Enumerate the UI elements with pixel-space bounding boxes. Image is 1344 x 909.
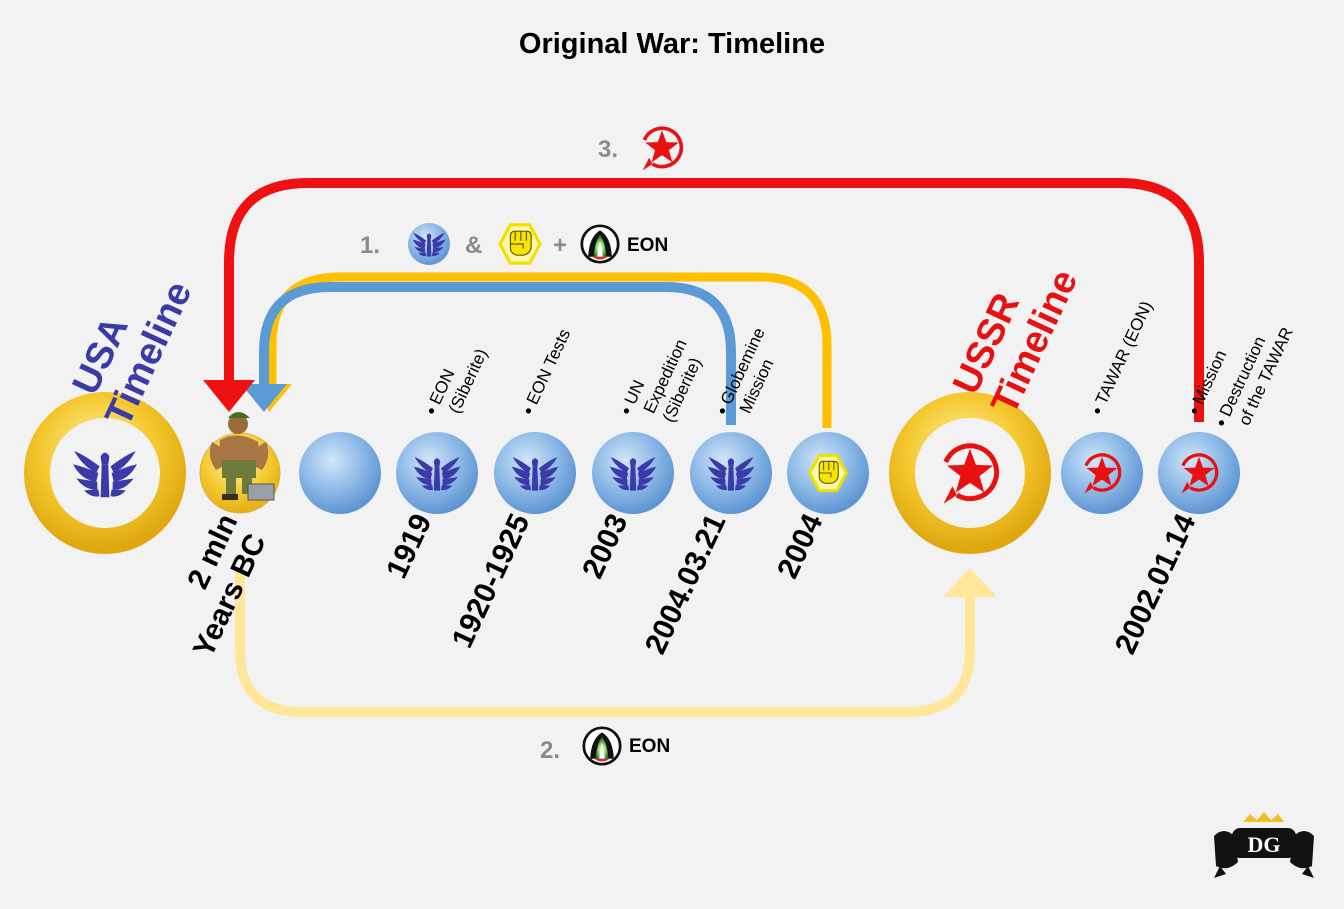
route-1-legend: 1. & + EON [360, 223, 668, 265]
route-1-line [259, 282, 736, 425]
date-2004: 2004 [771, 509, 829, 584]
svg-text:2.: 2. [540, 737, 560, 764]
bullet [428, 408, 435, 414]
event-tawar: TAWAR (EON) [1092, 298, 1156, 414]
node-2004-03-21 [690, 432, 772, 514]
node-1919 [396, 432, 478, 514]
date-2003: 2003 [576, 509, 634, 583]
node-2004 [787, 432, 869, 514]
bullet [1094, 408, 1101, 414]
event-destruction: Destruction of the TAWAR [1216, 324, 1297, 428]
route-2-legend: 2. EON [540, 726, 670, 766]
svg-text:TAWAR (EON): TAWAR (EON) [1092, 298, 1156, 407]
eon-artifact-icon [580, 224, 620, 264]
ussr-ring [889, 392, 1051, 554]
svg-text:DG: DG [1248, 832, 1281, 857]
bullet [1191, 408, 1198, 414]
svg-text:EON: EON [627, 235, 668, 256]
page-title: Original War: Timeline [518, 28, 826, 60]
date-1920-1925: 1920-1925 [446, 509, 537, 653]
route-3-arrowhead [203, 380, 255, 412]
date-2004-03-21: 2004.03.21 [639, 509, 732, 659]
svg-text:&: & [465, 232, 482, 259]
event-2004-03-21: Globemine Mission [717, 325, 778, 416]
date-1919: 1919 [380, 509, 438, 583]
svg-text:3.: 3. [598, 136, 618, 163]
event-1920: EON Tests [523, 326, 574, 414]
svg-text:EON Tests: EON Tests [523, 326, 574, 407]
route-2-arrowhead [943, 568, 997, 597]
route-2-line [235, 570, 975, 717]
arab-fist-icon [808, 453, 848, 493]
node-1920 [494, 432, 576, 514]
dg-logo-icon: DG [1214, 812, 1314, 878]
bullet [1218, 420, 1225, 426]
route-3-legend: 3. [598, 126, 684, 172]
route-1-arrowhead [241, 384, 287, 412]
usa-ring [24, 392, 186, 554]
svg-text:EON: EON [629, 736, 670, 757]
date-2002-01-14: 2002.01.14 [1109, 509, 1202, 659]
svg-text:1.: 1. [360, 232, 380, 259]
caveman-icon [209, 412, 275, 501]
bullet [525, 408, 532, 414]
node-tawar [1061, 432, 1143, 514]
event-2003: UN Expedition (Siberite) [621, 336, 705, 425]
node-empty [299, 432, 381, 514]
bullet [623, 408, 630, 414]
date-prehistory: 2 mln Years BC [181, 509, 272, 662]
svg-text:+: + [553, 232, 567, 259]
node-2002-01-14 [1158, 432, 1240, 514]
node-2003 [592, 432, 674, 514]
bullet [719, 408, 726, 414]
event-1919: EON (Siberite) [426, 346, 491, 417]
route-3-line [224, 178, 1204, 422]
node-prehistory [199, 412, 281, 514]
